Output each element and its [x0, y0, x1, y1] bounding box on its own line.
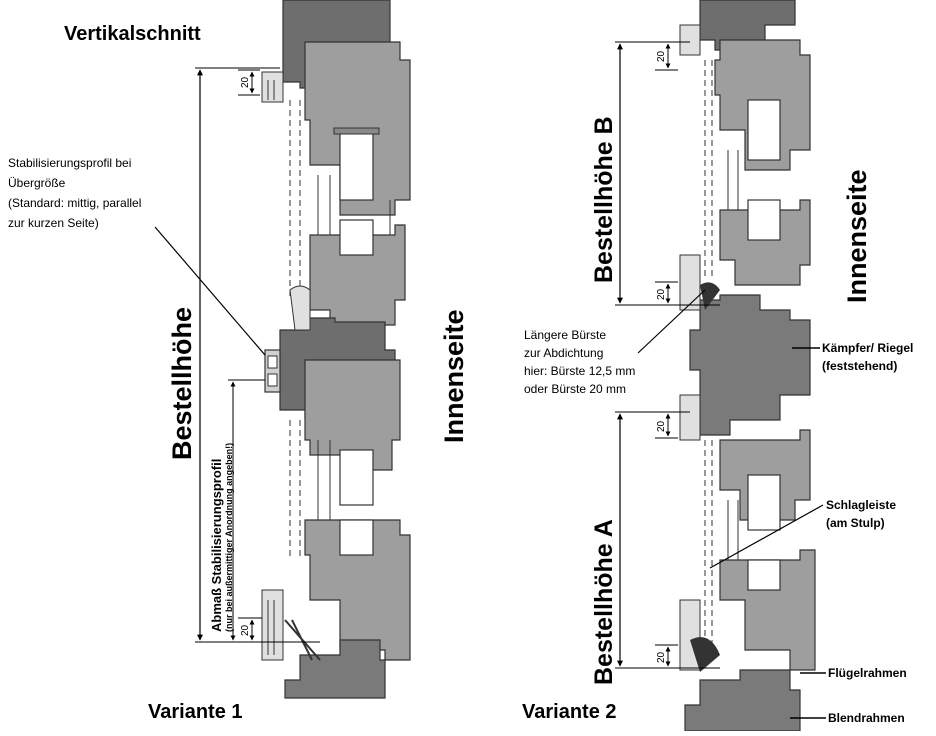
kaempfer-label-line: (feststehend)	[822, 359, 897, 373]
schlagleiste-label-line: (am Stulp)	[826, 516, 885, 530]
dim-20: 20	[656, 420, 667, 432]
innenseite-label-right: Innenseite	[842, 169, 872, 303]
dim-20: 20	[656, 50, 667, 62]
kaempfer-label-line: Kämpfer/ Riegel	[822, 341, 913, 355]
stab-note-line: Stabilisierungsprofil bei	[8, 156, 131, 170]
brush-note-line: zur Abdichtung	[524, 346, 603, 360]
schlagleiste-label-line: Schlagleiste	[826, 498, 896, 512]
variant1-label: Variante 1	[148, 701, 243, 723]
dim-20: 20	[240, 624, 251, 636]
abmass-note: (nur bei außermittiger Anordnung angeben…	[224, 443, 234, 632]
innenseite-label-left: Innenseite	[439, 309, 469, 443]
dim-20: 20	[240, 76, 251, 88]
stab-note-line: zur kurzen Seite)	[8, 216, 99, 230]
stab-note-line: (Standard: mittig, parallel	[8, 196, 141, 210]
bestellhoehe-a-label: Bestellhöhe A	[590, 519, 618, 685]
dim-20: 20	[656, 288, 667, 300]
blendrahmen-label: Blendrahmen	[828, 711, 905, 725]
kaempfer-label: Kämpfer/ Riegel (feststehend)	[822, 341, 913, 373]
stab-note: Stabilisierungsprofil bei Übergröße (Sta…	[8, 156, 141, 230]
brush-note: Längere Bürste zur Abdichtung hier: Bürs…	[524, 328, 635, 396]
variant2-label: Variante 2	[522, 701, 617, 723]
bestellhoehe-label: Bestellhöhe	[167, 307, 197, 460]
brush-note-line: Längere Bürste	[524, 328, 606, 342]
title-label: Vertikalschnitt	[64, 23, 201, 45]
variant2-drawing	[615, 0, 826, 732]
brush-note-line: oder Bürste 20 mm	[524, 382, 626, 396]
fluegelrahmen-label: Flügelrahmen	[828, 666, 907, 680]
variant1-drawing	[154, 0, 411, 699]
abmass-title: Abmaß Stabilisierungsprofil	[209, 459, 224, 632]
dim-20: 20	[656, 651, 667, 663]
bestellhoehe-b-label: Bestellhöhe B	[590, 116, 618, 283]
schlagleiste-label: Schlagleiste (am Stulp)	[826, 498, 896, 530]
stab-note-line: Übergröße	[8, 176, 66, 190]
brush-note-line: hier: Bürste 12,5 mm	[524, 364, 635, 378]
